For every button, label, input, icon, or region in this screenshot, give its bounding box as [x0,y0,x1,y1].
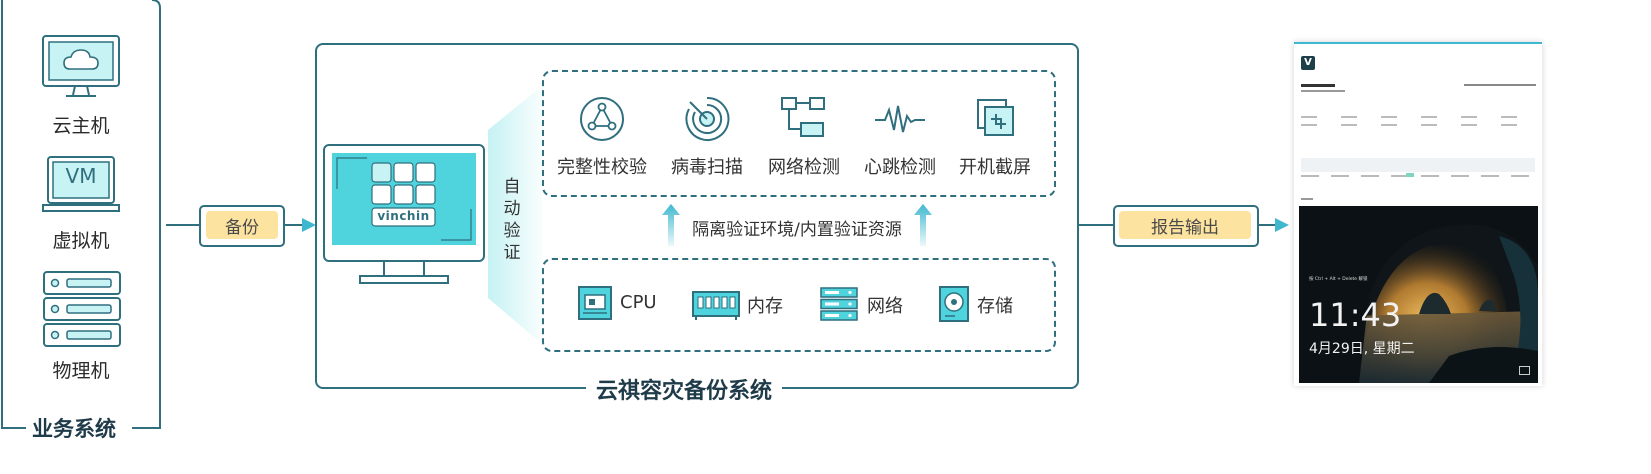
vinchin-brand: vinchin [377,209,430,223]
virus-scan-icon [684,96,730,146]
network-detect-icon [781,97,825,141]
lock-date: 4月29日, 星期二 [1309,341,1415,357]
storage-disk-icon [939,286,969,326]
vm-label: 虚拟机 [52,230,110,252]
backup-pill: 备份 [206,211,278,239]
cpu-icon [578,286,612,324]
report-logo: V [1301,56,1315,70]
integrity-check-icon [579,96,625,146]
res-label-cpu: CPU [620,292,657,313]
res-label-memory: 内存 [747,296,783,317]
functions-box [542,70,1056,197]
vm-laptop-icon [42,155,120,219]
network-server-icon [820,287,858,325]
heartbeat-icon [875,104,925,138]
backup-connector [166,205,318,249]
auto-verify-beam [488,86,544,348]
lock-hint: 按 Ctrl + Alt + Delete 解锁 [1309,277,1368,282]
isolation-text: 隔离验证环境/内置验证资源 [692,220,902,240]
vinchin-monitor-icon [323,144,485,290]
vm-badge: VM [65,164,97,188]
server-rack-icon [43,271,121,353]
screenshot-crop-icon [977,99,1015,141]
report-connector [1077,205,1293,249]
res-label-storage: 存储 [977,296,1013,317]
func-label-virus: 病毒扫描 [671,157,743,178]
cloud-monitor-icon [42,35,120,103]
resources-box [542,258,1056,352]
report-document: V [1294,42,1542,386]
business-system-title: 业务系统 [26,413,122,443]
up-arrow-right-icon [913,204,933,250]
physical-machine-label: 物理机 [52,360,110,382]
auto-verify-text: 自 动 验 证 [503,177,521,263]
lock-time: 11:43 [1309,296,1402,334]
lock-screen-image: 按 Ctrl + Alt + Delete 解锁 11:43 4月29日, 星期… [1299,206,1538,383]
func-label-integrity: 完整性校验 [557,157,647,178]
func-label-heartbeat: 心跳检测 [864,157,936,178]
report-pill: 报告输出 [1119,211,1251,239]
system-title: 云祺容灾备份系统 [586,373,783,405]
cloud-host-label: 云主机 [52,115,110,137]
business-system-frame [0,0,162,430]
memory-icon [692,288,740,324]
res-label-network: 网络 [867,296,903,317]
func-label-screenshot: 开机截屏 [959,157,1031,178]
func-label-network: 网络检测 [768,157,840,178]
network-status-icon [1519,366,1530,375]
up-arrow-left-icon [661,204,681,250]
